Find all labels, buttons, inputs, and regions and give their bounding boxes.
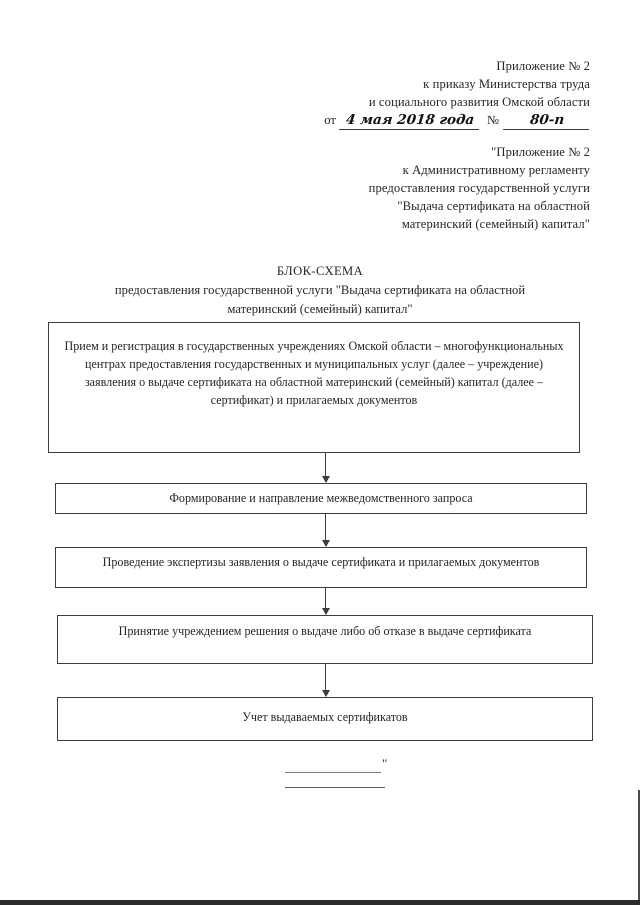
flowchart-box-text: Принятие учреждением решения о выдаче ли… (118, 624, 532, 638)
footer-signature-rule-1 (285, 772, 381, 773)
appendix-header-line-2: к Административному регламенту (402, 162, 590, 177)
appendix-header-line-4: "Выдача сертификата на областной (397, 198, 590, 213)
appendix-header-line-1: "Приложение № 2 (491, 145, 590, 159)
flowchart-box-interagency-request: Формирование и направление межведомствен… (55, 483, 587, 514)
handwritten-date: 4 мая 2018 года (338, 112, 481, 130)
page-title-subtitle-line-1: предоставления государственной услуги "В… (114, 282, 526, 297)
approval-date-row: от 4 мая 2018 года № 80-п (250, 112, 591, 130)
flowchart-box-examination: Проведение экспертизы заявления о выдаче… (55, 547, 587, 588)
footer-closing-quote: " (382, 756, 388, 771)
appendix-header: "Приложение № 2 к Административному регл… (250, 144, 590, 233)
date-label: от (324, 113, 336, 127)
flow-arrow-3-to-4 (321, 588, 330, 615)
handwritten-order-number: 80-п (503, 112, 591, 130)
scan-edge-right (638, 790, 640, 905)
scan-edge-bottom (0, 900, 640, 905)
number-label: № (486, 113, 499, 127)
flow-arrow-1-to-2 (321, 453, 330, 483)
appendix-header-line-5: материнский (семейный) капитал" (401, 216, 590, 231)
page-title-main: БЛОК-СХЕМА (276, 264, 364, 278)
page-title-subtitle-line-2: материнский (семейный) капитал" (227, 301, 413, 316)
flowchart-box-text: Проведение экспертизы заявления о выдаче… (102, 555, 540, 569)
footer-signature-rule-2 (285, 787, 385, 788)
flowchart-box-reception: Прием и регистрация в государственных уч… (48, 322, 580, 453)
approval-header-line-1: Приложение № 2 (496, 59, 590, 73)
flow-arrow-2-to-3 (321, 514, 330, 547)
page-title: БЛОК-СХЕМА предоставления государственно… (40, 262, 600, 319)
flowchart-box-text: Учет выдаваемых сертификатов (242, 710, 408, 724)
flowchart-box-registry: Учет выдаваемых сертификатов (57, 697, 593, 741)
approval-header-line-3: и социального развития Омской области (368, 94, 590, 109)
approval-header-line-2: к приказу Министерства труда (423, 76, 590, 91)
approval-header: Приложение № 2 к приказу Министерства тр… (250, 58, 590, 112)
flowchart-box-text: Формирование и направление межведомствен… (169, 491, 473, 505)
flow-arrow-4-to-5 (321, 664, 330, 697)
flowchart-box-decision: Принятие учреждением решения о выдаче ли… (57, 615, 593, 664)
flowchart-box-text: Прием и регистрация в государственных уч… (64, 339, 564, 407)
appendix-header-line-3: предоставления государственной услуги (368, 180, 590, 195)
